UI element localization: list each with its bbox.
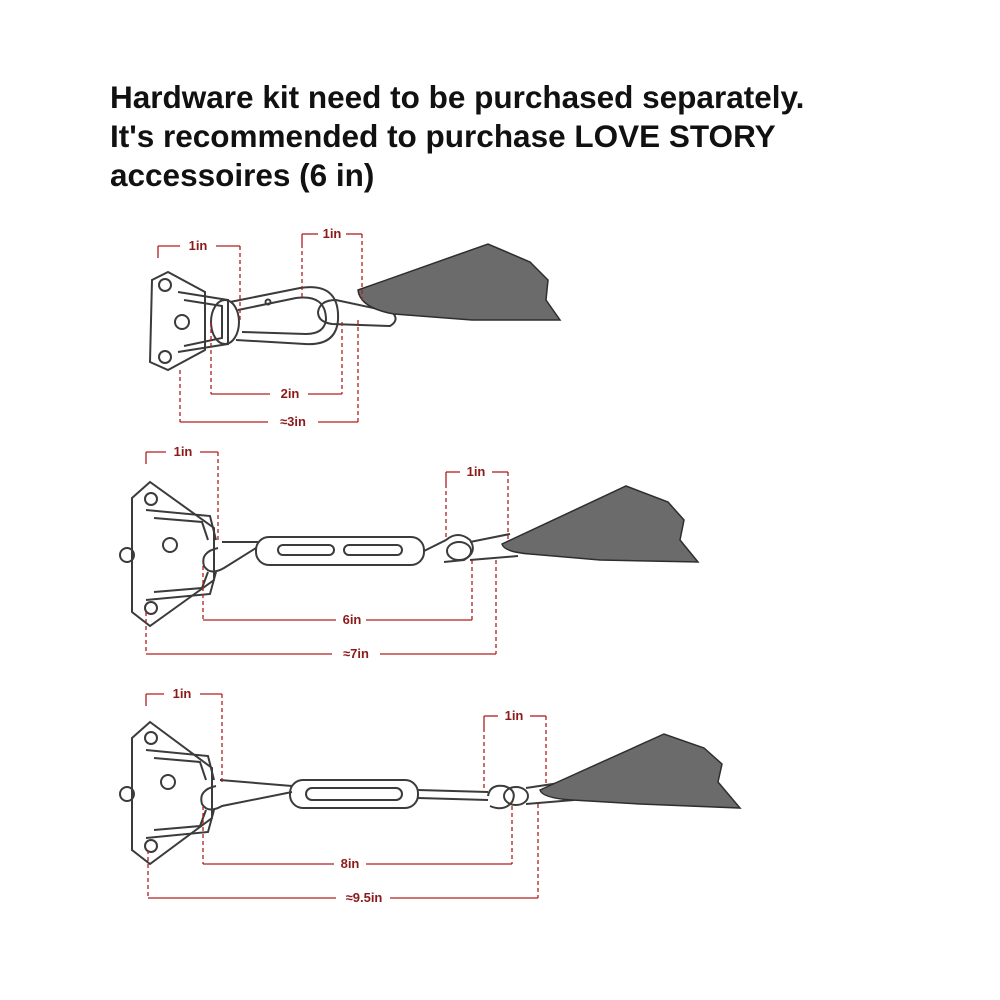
dim-middle-8in: 8in: [202, 806, 513, 871]
dim-total-7in: ≈7in: [145, 560, 497, 661]
turnbuckle-rod: [417, 789, 489, 801]
eye-right: [487, 784, 515, 810]
dim-label: 1in: [323, 226, 342, 241]
headline-line-2: It's recommended to purchase LOVE STORY: [110, 118, 776, 154]
pad-eye-plate: [119, 480, 217, 628]
dim-right-1in: 1in: [483, 708, 547, 788]
dim-left-1in: 1in: [145, 686, 223, 782]
assembly-turnbuckle-6in: 1in 1in 6in ≈7in: [119, 444, 700, 661]
sail-strap: [469, 533, 519, 561]
assembly-snap-hook: 1in 1in 2in ≈3in: [148, 226, 562, 429]
dim-label: 1in: [467, 464, 486, 479]
shackle-ring: [503, 786, 529, 806]
pad-eye-plate: [148, 270, 229, 372]
hook-left: [200, 785, 293, 811]
headline-line-3: accessoires (6 in): [110, 157, 375, 193]
dim-label: 2in: [281, 386, 300, 401]
dim-right-1in: 1in: [301, 226, 363, 300]
dim-total-9-5in: ≈9.5in: [147, 804, 539, 905]
dim-label: 8in: [341, 856, 360, 871]
dim-label: 1in: [189, 238, 208, 253]
pad-eye-plate: [119, 720, 215, 866]
dim-left-1in: 1in: [157, 238, 241, 320]
dim-total-3in: ≈3in: [179, 320, 359, 429]
dim-middle-6in: 6in: [202, 560, 473, 627]
dim-label: 1in: [505, 708, 524, 723]
dim-right-1in: 1in: [445, 464, 509, 540]
turnbuckle-body: [255, 536, 425, 566]
dim-label: 1in: [173, 686, 192, 701]
dim-label: 6in: [343, 612, 362, 627]
hook-left: [202, 547, 257, 573]
dim-label: ≈9.5in: [346, 890, 383, 905]
headline: Hardware kit need to be purchased separa…: [110, 78, 970, 195]
dim-label: ≈7in: [343, 646, 369, 661]
headline-line-1: Hardware kit need to be purchased separa…: [110, 79, 805, 115]
dim-left-1in: 1in: [145, 444, 219, 540]
sail-ring: [316, 298, 397, 328]
snap-hook: [229, 286, 340, 346]
assembly-turnbuckle-8in: 1in 1in 8in ≈9.5in: [119, 686, 742, 905]
dim-label: 1in: [174, 444, 193, 459]
shackle-ring: [446, 541, 472, 561]
turnbuckle-body: [289, 779, 419, 809]
d-ring: [210, 299, 240, 345]
sail-corner: [501, 485, 700, 563]
dim-label: ≈3in: [280, 414, 306, 429]
sail-corner: [539, 733, 742, 809]
sail-corner: [357, 243, 562, 321]
dim-middle-2in: 2in: [210, 322, 343, 401]
